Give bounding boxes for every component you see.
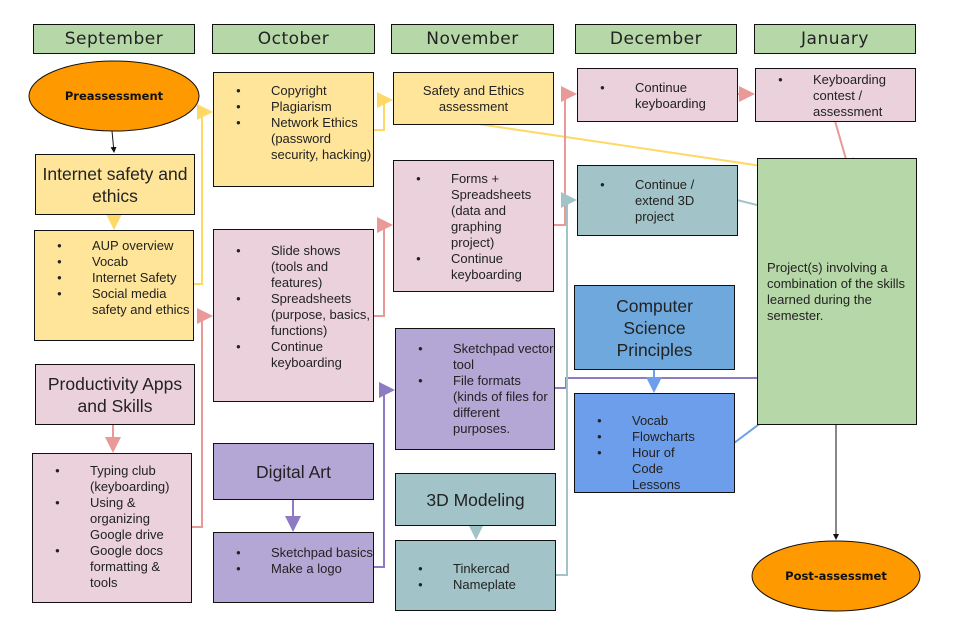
list-item: File formats (kinds of files for differe…: [396, 373, 554, 437]
list-item: Google docs formatting & tools: [33, 543, 191, 591]
ethics-list-box-october: Copyright Plagiarism Network Ethics (pas…: [213, 72, 374, 187]
keyboarding-contest-box: Keyboarding contest / assessment: [755, 68, 916, 122]
list-item: Tinkercad: [396, 561, 555, 577]
productivity-title-box: Productivity Apps and Skills: [35, 364, 195, 425]
list-item: Copyright: [214, 83, 373, 99]
digital-art-title-box: Digital Art: [213, 443, 374, 500]
keyboarding-list-box-december: Continue keyboarding: [577, 68, 738, 122]
arrow-slides-to-forms: [373, 217, 393, 317]
3d-modeling-list-box: Tinkercad Nameplate: [395, 540, 556, 611]
list-item: Network Ethics (password security, hacki…: [214, 115, 373, 163]
digital-art-title: Digital Art: [256, 461, 331, 482]
productivity-list-box-november: Forms + Spreadsheets (data and graphing …: [393, 160, 554, 292]
month-header-december: December: [575, 24, 737, 54]
list-item: Vocab: [35, 254, 193, 270]
digital-art-list-box-november: Sketchpad vector tool File formats (kind…: [395, 328, 555, 450]
list-item: Using & organizing Google drive: [33, 495, 191, 543]
productivity-title: Productivity Apps and Skills: [47, 373, 183, 416]
safety-ethics-assessment-text: Safety and Ethics assessment: [422, 82, 525, 114]
cs-principles-title-box: Computer Science Principles: [574, 285, 735, 370]
list-item: Continue keyboarding: [214, 339, 373, 371]
list-item: Hour of Code Lessons: [575, 445, 734, 493]
list-item: Continue keyboarding: [394, 251, 553, 283]
arrow-pre-to-internet: [110, 130, 117, 153]
cs-principles-list-box: Vocab Flowcharts Hour of Code Lessons: [574, 393, 735, 493]
post-assessment-oval: [751, 540, 921, 612]
month-header-october: October: [212, 24, 375, 54]
post-assessment-label: Post-assessmet: [785, 569, 887, 583]
3d-modeling-title: 3D Modeling: [426, 489, 525, 510]
list-item: Internet Safety: [35, 270, 193, 286]
list-item: Nameplate: [396, 577, 555, 593]
list-item: Sketchpad basics: [214, 545, 373, 561]
month-header-september: September: [33, 24, 195, 54]
internet-safety-title: Internet safety and ethics: [42, 163, 188, 206]
productivity-list-box-september: Typing club (keyboarding) Using & organi…: [32, 453, 192, 603]
list-item: Continue / extend 3D project: [578, 177, 737, 225]
productivity-list-box-october: Slide shows (tools and features) Spreads…: [213, 229, 374, 402]
arrow-copyright-to-assessment: [373, 92, 393, 131]
arrow-typing-to-slides: [191, 308, 213, 528]
preassessment-oval: [28, 60, 200, 132]
month-header-november: November: [391, 24, 554, 54]
list-item: Forms + Spreadsheets (data and graphing …: [394, 171, 553, 251]
month-header-january: January: [754, 24, 916, 54]
3d-modeling-title-box: 3D Modeling: [395, 473, 556, 526]
list-item: Continue keyboarding: [578, 80, 737, 112]
list-item: Flowcharts: [575, 429, 734, 445]
list-item: Sketchpad vector tool: [396, 341, 554, 373]
list-item: AUP overview: [35, 238, 193, 254]
arrow-aup-to-copyright: [193, 104, 213, 285]
final-project-text: Project(s) involving a combination of th…: [767, 259, 906, 323]
arrow-forms-to-keyboarding: [553, 86, 577, 226]
list-item: Plagiarism: [214, 99, 373, 115]
final-project-box: Project(s) involving a combination of th…: [757, 158, 917, 425]
safety-ethics-assessment-box: Safety and Ethics assessment: [393, 72, 554, 125]
list-item: Social media safety and ethics: [35, 286, 193, 318]
internet-safety-title-box: Internet safety and ethics: [35, 154, 195, 215]
list-item: Slide shows (tools and features): [214, 243, 373, 291]
cs-principles-title: Computer Science Principles: [616, 295, 693, 360]
digital-art-list-box-october: Sketchpad basics Make a logo: [213, 532, 374, 603]
arrow-basics-to-vector: [373, 382, 395, 568]
arrow-tinkercad-to-continue3d: [555, 192, 577, 576]
list-item: Spreadsheets (purpose, basics, functions…: [214, 291, 373, 339]
internet-safety-list-box: AUP overview Vocab Internet Safety Socia…: [34, 230, 194, 341]
list-item: Typing club (keyboarding): [33, 463, 191, 495]
list-item: Keyboarding contest / assessment: [756, 72, 915, 120]
list-item: Make a logo: [214, 561, 373, 577]
3d-modeling-list-box-december: Continue / extend 3D project: [577, 165, 738, 236]
list-item: Vocab: [575, 413, 734, 429]
preassessment-label: Preassessment: [64, 89, 164, 103]
